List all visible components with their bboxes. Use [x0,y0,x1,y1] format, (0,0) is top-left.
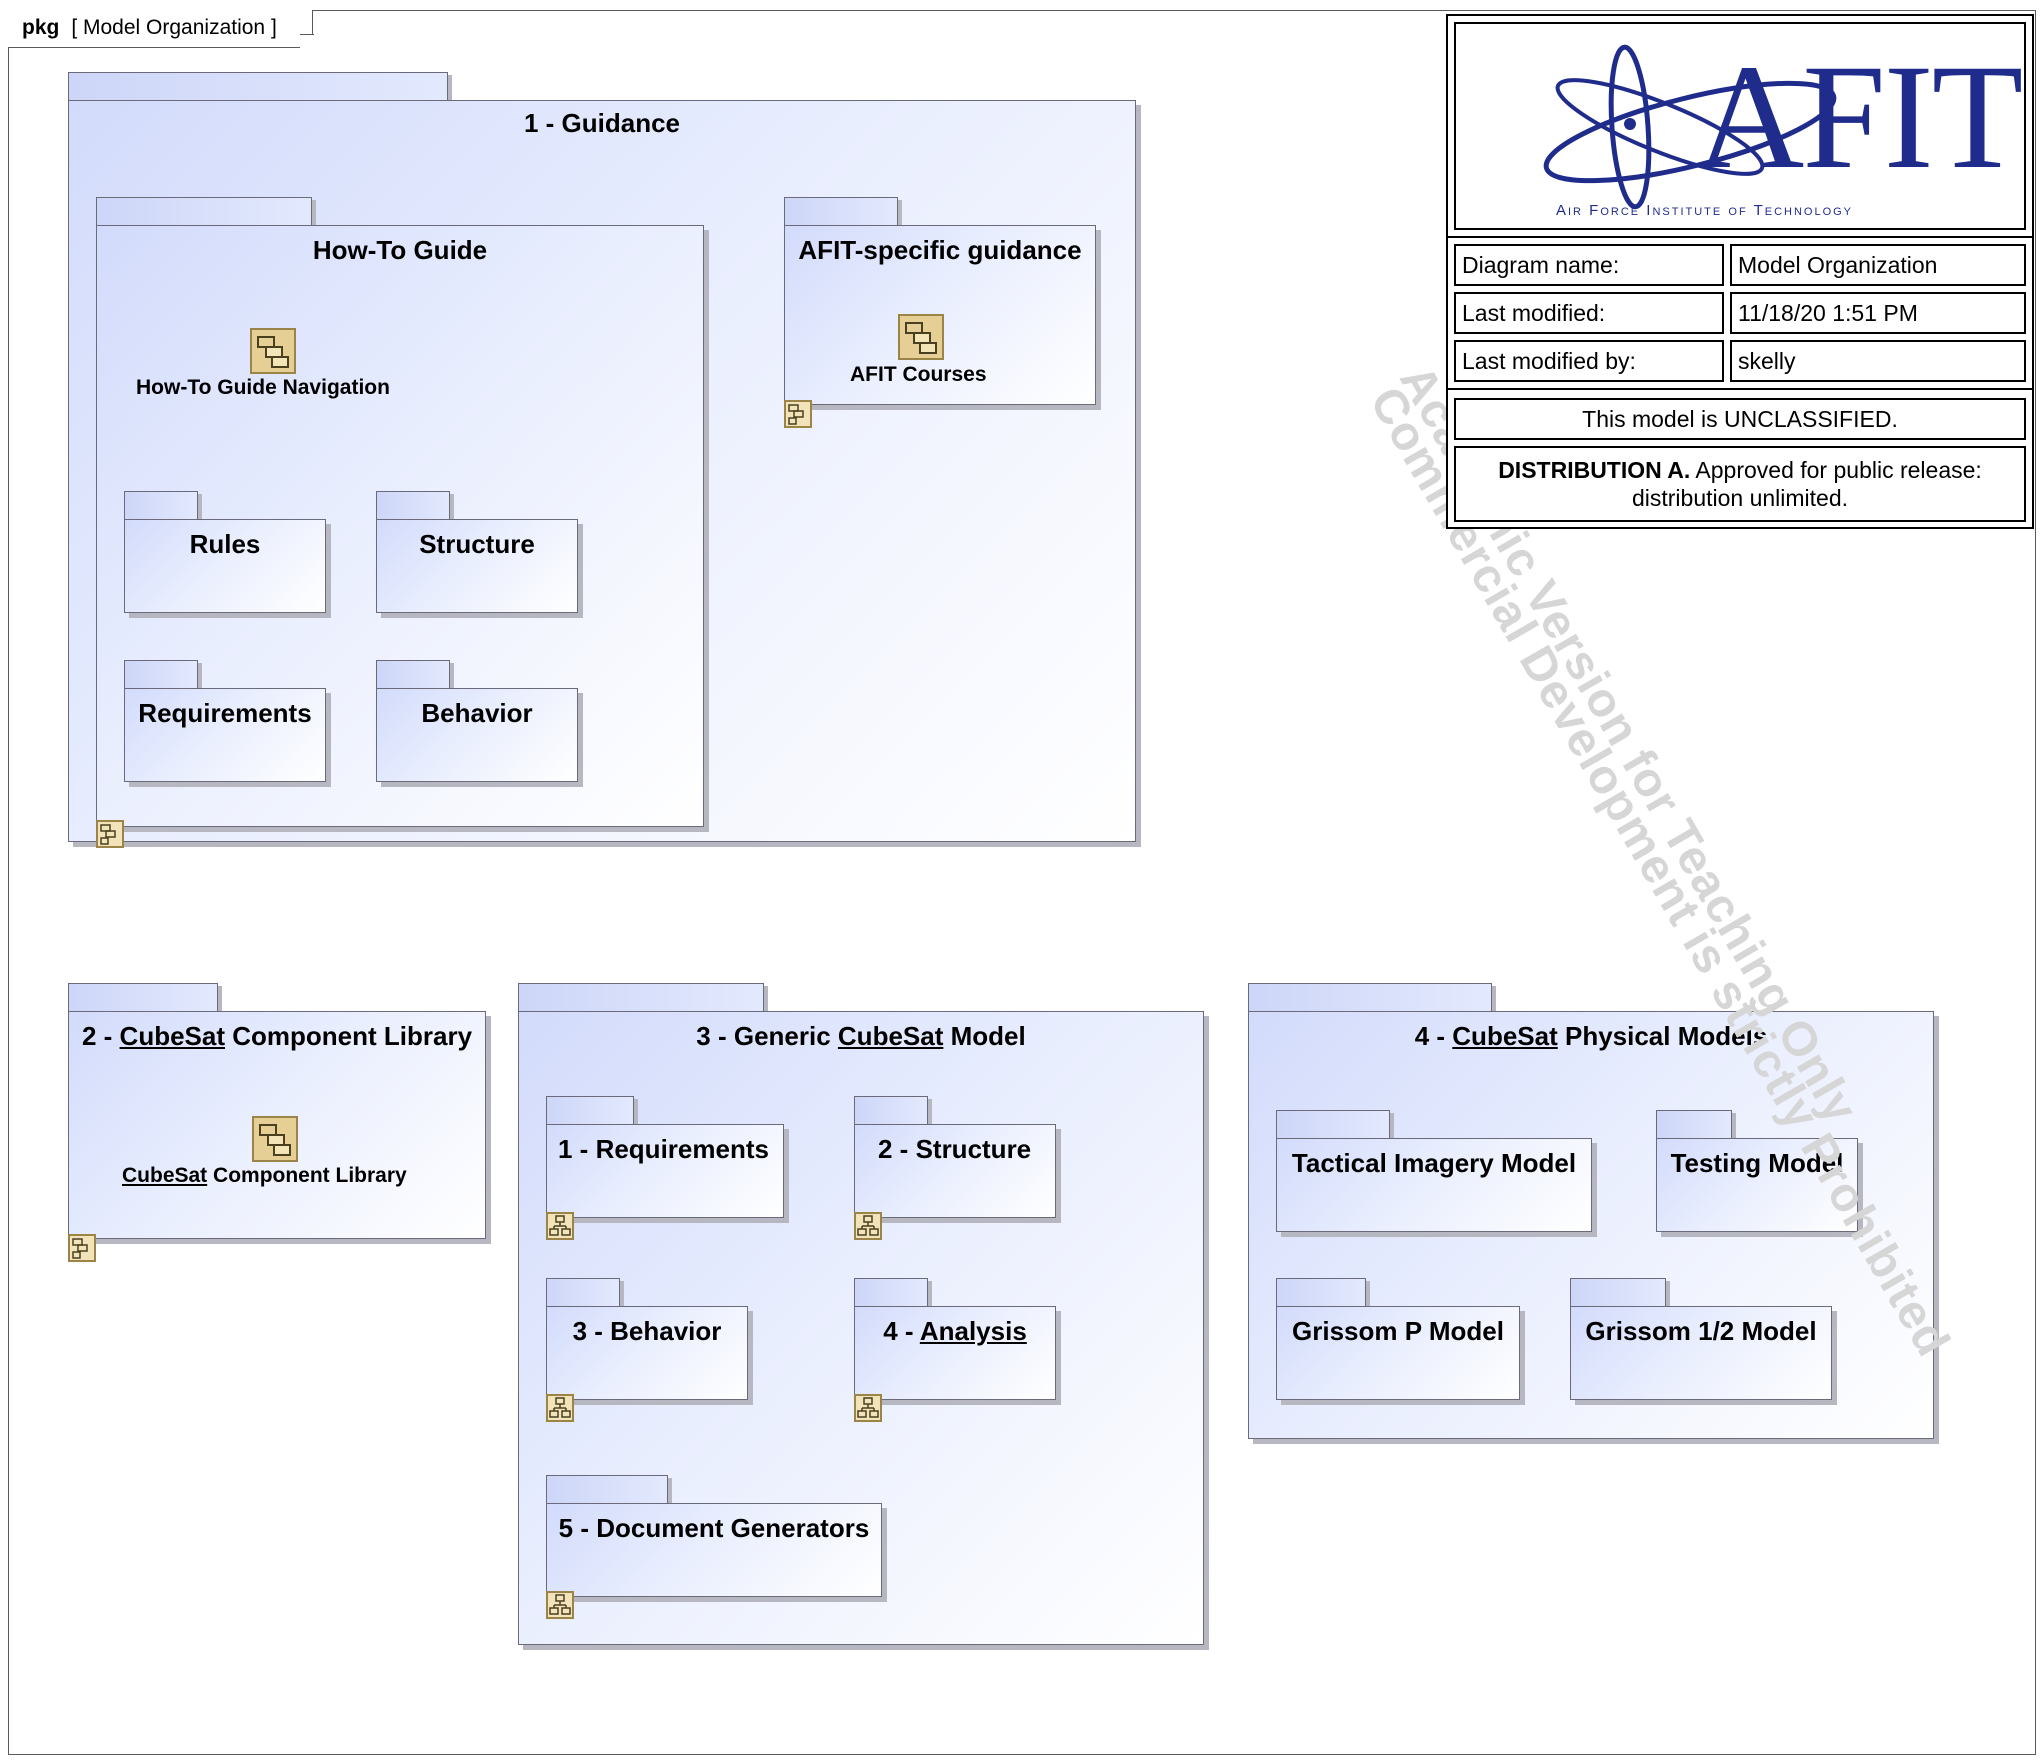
package-structure-model[interactable]: 2 - Structure [854,1096,1056,1218]
package-title: Tactical Imagery Model [1291,1148,1577,1178]
diagram-element-icon[interactable] [898,314,944,360]
package-behavior[interactable]: Behavior [376,660,578,782]
package-rules[interactable]: Rules [124,491,326,613]
diagram-element-icon[interactable] [250,328,296,374]
package-title: 1 - Requirements [558,1134,769,1164]
diagram-element-icon[interactable] [252,1116,298,1162]
package-title: How-To Guide [312,235,488,265]
diagram-info-block: AFIT Air Force Institute of Technology D… [1446,14,2034,529]
distribution-statement: DISTRIBUTION A. Approved for public rele… [1454,446,2026,522]
package-title: 2 - CubeSat Component Library [81,1021,473,1051]
package-structure[interactable]: Structure [376,491,578,613]
package-requirements[interactable]: Requirements [124,660,326,782]
model-corner-icon [854,1212,882,1240]
logo-wordmark: AFIT [1696,34,2023,200]
last-modified-label: Last modified: [1454,292,1724,334]
package-title: Requirements [138,698,312,728]
package-diagram-corner-icon [784,400,812,428]
last-modified-by-label: Last modified by: [1454,340,1724,382]
package-title: Rules [189,529,261,559]
afit-logo: AFIT Air Force Institute of Technology [1454,22,2026,230]
package-analysis-model[interactable]: 4 - Analysis [854,1278,1056,1400]
package-document-generators[interactable]: 5 - Document Generators [546,1475,882,1597]
diagram-frame [8,10,2036,1755]
package-cubesat-component-library[interactable]: 2 - CubeSat Component Library [68,983,486,1239]
package-title: Grissom P Model [1292,1316,1504,1346]
package-title: 5 - Document Generators [558,1513,870,1543]
package-title: Grissom 1/2 Model [1585,1316,1817,1346]
package-grissom-half-model[interactable]: Grissom 1/2 Model [1570,1278,1832,1400]
model-corner-icon [854,1394,882,1422]
package-behavior-model[interactable]: 3 - Behavior [546,1278,748,1400]
last-modified-by-value: skelly [1730,340,2026,382]
classification-banner: This model is UNCLASSIFIED. [1454,398,2026,440]
package-afit-specific-guidance[interactable]: AFIT-specific guidance [784,197,1096,405]
logo-subtitle: Air Force Institute of Technology [1556,202,1854,219]
package-title: AFIT-specific guidance [798,235,1082,265]
package-title: 3 - Generic CubeSat Model [696,1021,1026,1051]
model-corner-icon [546,1212,574,1240]
package-title: Structure [419,529,535,559]
frame-keyword: pkg [22,16,60,39]
last-modified-value: 11/18/20 1:51 PM [1730,292,2026,334]
afit-courses[interactable]: AFIT Courses [850,363,987,386]
package-tactical-imagery-model[interactable]: Tactical Imagery Model [1276,1110,1592,1232]
model-corner-icon [546,1591,574,1619]
package-testing-model[interactable]: Testing Model [1656,1110,1858,1232]
package-title: 4 - Analysis [883,1316,1027,1346]
package-diagram-corner-icon [96,820,124,848]
package-title: 2 - Structure [878,1134,1032,1164]
package-title: 3 - Behavior [572,1316,722,1346]
package-title: 1 - Guidance [523,108,681,138]
package-title: 4 - CubeSat Physical Models [1414,1021,1768,1051]
package-diagram-corner-icon [68,1234,96,1262]
cubesat-component-library-element[interactable]: CubeSat Component Library [122,1164,407,1187]
package-requirements-model[interactable]: 1 - Requirements [546,1096,784,1218]
model-corner-icon [546,1394,574,1422]
package-title: Behavior [421,698,533,728]
diagram-name-label: Diagram name: [1454,244,1724,286]
frame-name: [ Model Organization ] [71,16,277,39]
package-grissom-p-model[interactable]: Grissom P Model [1276,1278,1520,1400]
frame-label: pkg [ Model Organization ] [8,10,313,48]
how-to-guide-navigation[interactable]: How-To Guide Navigation [136,376,390,399]
package-title: Testing Model [1670,1148,1844,1178]
atom-orbit-icon [1543,44,1837,210]
diagram-name-value: Model Organization [1730,244,2026,286]
